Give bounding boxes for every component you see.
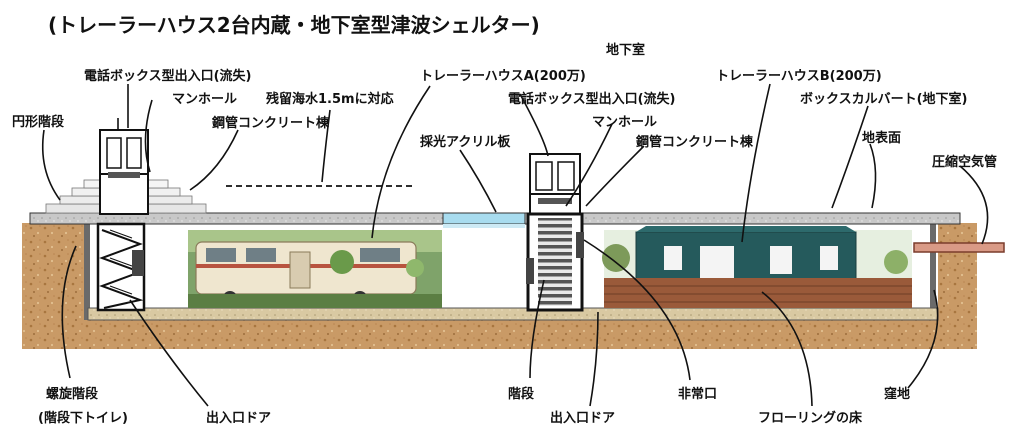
phone-box-left-window-2 bbox=[126, 137, 142, 169]
label-emergency-exit: 非常口 bbox=[678, 386, 717, 402]
label-flooring: フローリングの床 bbox=[758, 410, 863, 426]
center-stairs bbox=[538, 218, 572, 306]
phone-box-right-window-1 bbox=[535, 161, 553, 191]
label-stairs: 階段 bbox=[508, 386, 534, 402]
label-pit: 窪地 bbox=[884, 386, 910, 402]
trailer-house-a-image bbox=[188, 230, 442, 308]
label-phone-box-entrance-left: 電話ボックス型出入口(流失) bbox=[84, 68, 252, 84]
label-trailer-house-b: トレーラーハウスB(200万) bbox=[716, 69, 882, 84]
basement-floor-slab bbox=[87, 307, 939, 321]
label-entrance-door-right: 出入口ドア bbox=[550, 410, 615, 426]
label-residual-seawater: 残留海水1.5mに対応 bbox=[266, 91, 394, 107]
label-basement: 地下室 bbox=[606, 42, 645, 58]
label-entrance-door-left: 出入口ドア bbox=[206, 410, 271, 426]
phone-box-left-window-1 bbox=[106, 137, 122, 169]
label-manhole-left: マンホール bbox=[172, 92, 237, 107]
phone-box-left-lower bbox=[99, 171, 149, 215]
label-spiral-stairs: 螺旋階段 bbox=[46, 386, 98, 402]
emergency-exit-door bbox=[576, 232, 584, 258]
diagram-title: (トレーラーハウス2台内蔵・地下室型津波シェルター) bbox=[48, 13, 540, 37]
compressed-air-pipe bbox=[913, 242, 1005, 253]
label-box-culvert: ボックスカルバート(地下室) bbox=[800, 91, 968, 107]
manhole-left-cover bbox=[108, 172, 140, 178]
skylight-glow bbox=[443, 224, 525, 228]
label-manhole-right: マンホール bbox=[592, 115, 657, 130]
culvert-wall-left bbox=[84, 222, 90, 320]
phone-box-right-window-2 bbox=[557, 161, 575, 191]
label-steel-concrete-right: 鋼管コンクリート棟 bbox=[635, 134, 754, 150]
entrance-door-left bbox=[132, 250, 144, 276]
leader-lines bbox=[41, 83, 989, 407]
skylight-acrylic-panel bbox=[442, 212, 526, 225]
trailer-house-b-image bbox=[602, 226, 912, 308]
label-circular-stairs: 円形階段 bbox=[12, 114, 64, 130]
manhole-right-cover bbox=[538, 198, 572, 204]
label-trailer-house-a: トレーラーハウスA(200万) bbox=[420, 69, 586, 84]
label-stairs-toilet: (階段下トイレ) bbox=[38, 410, 128, 426]
label-skylight-acrylic: 採光アクリル板 bbox=[420, 134, 511, 150]
label-phone-box-entrance-right: 電話ボックス型出入口(流失) bbox=[508, 91, 676, 107]
entrance-door-center bbox=[526, 258, 534, 284]
label-compressed-air-pipe: 圧縮空気管 bbox=[932, 154, 997, 170]
label-steel-concrete-left: 鋼管コンクリート棟 bbox=[211, 115, 330, 131]
label-ground-surface: 地表面 bbox=[862, 130, 901, 146]
culvert-wall-right bbox=[930, 222, 936, 320]
